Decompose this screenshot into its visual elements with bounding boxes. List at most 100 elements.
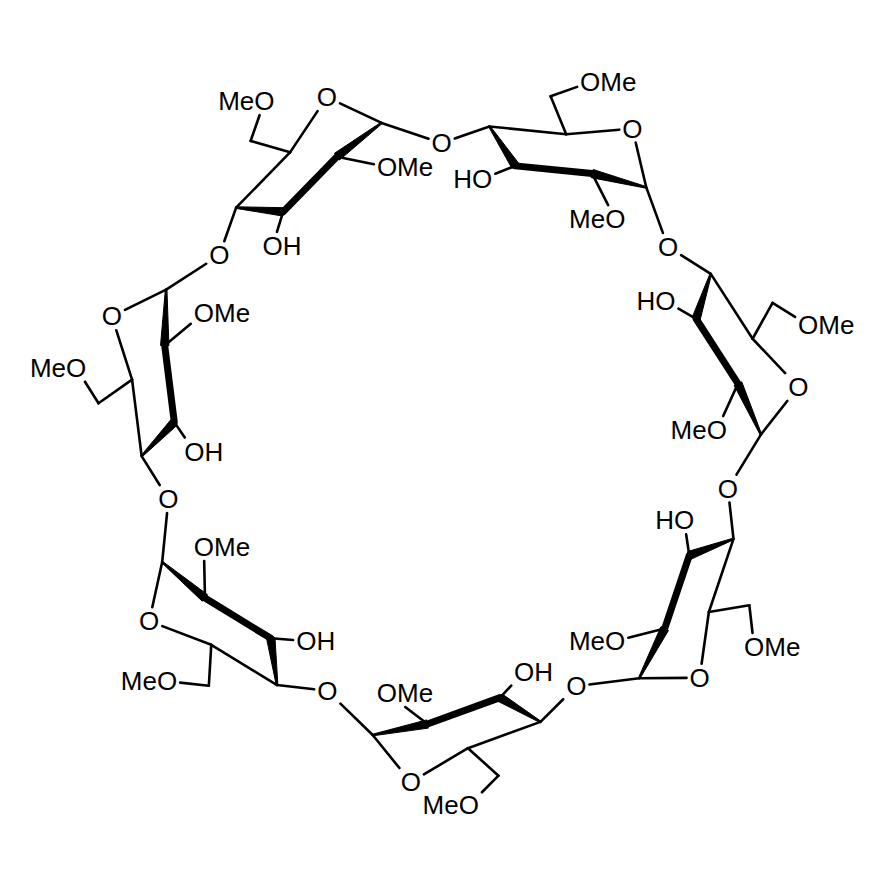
bond-line bbox=[209, 645, 211, 686]
substituent-label: MeO bbox=[569, 206, 625, 232]
oxygen-atom-label: O bbox=[139, 608, 159, 634]
substituent-label: MeO bbox=[218, 88, 274, 114]
bond-line bbox=[382, 123, 429, 139]
oxygen-atom-label: O bbox=[102, 303, 122, 329]
bond-line bbox=[166, 264, 206, 290]
substituent-label: HO bbox=[453, 166, 492, 192]
bond-line bbox=[337, 157, 374, 165]
bond-line bbox=[702, 612, 709, 664]
bold-bond bbox=[665, 555, 690, 628]
bond-line bbox=[482, 776, 499, 793]
wedge-bond bbox=[498, 694, 541, 723]
wedge-bond bbox=[334, 122, 382, 160]
bond-line bbox=[142, 456, 160, 485]
wedge-bond bbox=[373, 720, 429, 736]
substituent-label: OMe bbox=[194, 534, 250, 560]
bond-line bbox=[277, 685, 314, 689]
bond-line bbox=[495, 166, 515, 174]
substituent-label: OMe bbox=[377, 154, 433, 180]
oxygen-atom-label: O bbox=[718, 476, 738, 502]
bond-line bbox=[551, 96, 567, 134]
substituent-label: OMe bbox=[580, 69, 636, 95]
bold-bond bbox=[283, 157, 337, 212]
bold-bond bbox=[205, 598, 271, 638]
substituent-label: MeO bbox=[30, 355, 86, 381]
bond-line bbox=[639, 677, 686, 680]
substituent-label: HO bbox=[636, 288, 675, 314]
bond-line bbox=[132, 380, 142, 457]
bond-line bbox=[271, 638, 293, 640]
oxygen-atom-label: O bbox=[658, 234, 678, 260]
bond-line bbox=[646, 187, 663, 232]
bond-line bbox=[736, 435, 760, 475]
bond-line bbox=[589, 678, 639, 684]
bond-line bbox=[566, 130, 619, 135]
substituent-label: MeO bbox=[423, 792, 479, 818]
substituent-label: OMe bbox=[798, 312, 854, 338]
bond-line bbox=[678, 309, 696, 319]
bond-line bbox=[773, 303, 795, 317]
bond-line bbox=[709, 539, 734, 612]
substituent-label: OH bbox=[262, 233, 301, 259]
bond-line bbox=[540, 699, 563, 722]
wedge-bond bbox=[489, 126, 519, 168]
bond-line bbox=[162, 513, 167, 562]
bond-line bbox=[165, 324, 191, 346]
substituent-label: MeO bbox=[569, 628, 625, 654]
bond-line bbox=[628, 629, 664, 638]
bond-line bbox=[180, 683, 209, 686]
bond-line bbox=[455, 126, 490, 138]
bond-line bbox=[85, 382, 99, 404]
bond-line bbox=[711, 274, 753, 339]
bond-line bbox=[551, 87, 578, 96]
bold-bond bbox=[427, 698, 500, 724]
oxygen-atom-label: O bbox=[566, 673, 586, 699]
bond-line bbox=[251, 141, 290, 152]
bond-line bbox=[236, 152, 290, 207]
oxygen-atom-label: O bbox=[158, 486, 178, 512]
oxygen-atom-label: O bbox=[788, 374, 808, 400]
substituent-label: MeO bbox=[671, 417, 727, 443]
bold-bond bbox=[515, 166, 592, 174]
substituent-label: OH bbox=[296, 628, 335, 654]
bond-line bbox=[500, 686, 511, 698]
bold-bond bbox=[165, 346, 175, 423]
wedge-bond bbox=[162, 561, 208, 601]
substituent-label: MeO bbox=[121, 668, 177, 694]
substituent-label: OMe bbox=[377, 680, 433, 706]
bond-line bbox=[468, 748, 499, 775]
wedge-bond bbox=[161, 290, 169, 346]
bond-line bbox=[424, 748, 468, 774]
bond-line bbox=[251, 115, 260, 141]
substituent-label: OMe bbox=[744, 634, 800, 660]
bond-line bbox=[340, 103, 382, 123]
substituent-label: OMe bbox=[194, 300, 250, 326]
wedge-bond bbox=[692, 274, 711, 320]
oxygen-atom-label: O bbox=[317, 84, 337, 110]
bond-line bbox=[174, 422, 184, 437]
oxygen-atom-label: O bbox=[622, 116, 642, 142]
bond-line bbox=[468, 722, 541, 748]
bond-line bbox=[224, 208, 236, 242]
bond-line bbox=[405, 707, 427, 724]
bond-line bbox=[152, 562, 162, 607]
wedge-bond bbox=[141, 419, 177, 457]
wedge-bond bbox=[236, 207, 283, 216]
bond-line bbox=[203, 561, 206, 598]
oxygen-atom-label: O bbox=[690, 665, 710, 691]
wedge-bond bbox=[734, 382, 762, 435]
bond-line bbox=[636, 143, 647, 188]
bond-line bbox=[753, 339, 786, 373]
bond-line bbox=[592, 174, 608, 205]
wedge-bond bbox=[267, 638, 278, 685]
oxygen-atom-label: O bbox=[209, 242, 229, 268]
bond-line bbox=[290, 111, 318, 152]
oxygen-atom-label: O bbox=[432, 130, 452, 156]
bond-line bbox=[753, 303, 773, 339]
bond-line bbox=[125, 290, 166, 310]
bond-line bbox=[729, 503, 733, 539]
substituent-label: OH bbox=[514, 659, 553, 685]
bold-bond bbox=[696, 319, 738, 384]
